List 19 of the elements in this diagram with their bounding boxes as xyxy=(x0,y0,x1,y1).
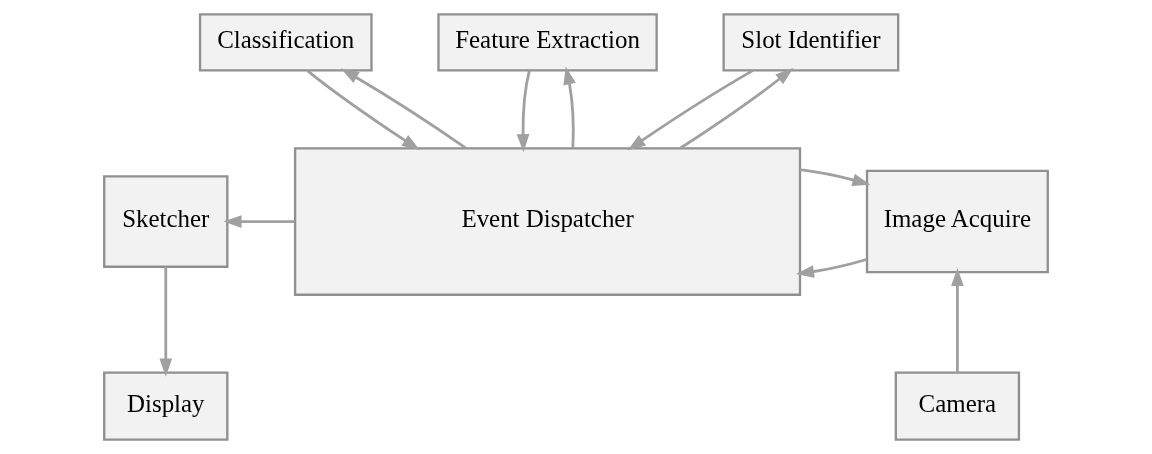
node-box: Display xyxy=(103,371,229,441)
arrow xyxy=(799,168,871,186)
arrow xyxy=(223,215,295,228)
arrow xyxy=(795,258,867,278)
arrow xyxy=(306,69,420,151)
node-box: Slot Identifier xyxy=(722,13,900,72)
arrow xyxy=(951,268,964,373)
node-box: Camera xyxy=(894,371,1021,441)
arrow xyxy=(679,68,794,150)
arrow xyxy=(340,68,467,150)
node-box: Sketcher xyxy=(103,175,229,268)
node-box: Event Dispatcher xyxy=(293,147,802,296)
arrow xyxy=(563,66,576,149)
node-box: Classification xyxy=(198,13,373,72)
arrow xyxy=(159,267,173,377)
arrow xyxy=(516,70,531,153)
arrow xyxy=(627,69,754,151)
node-box: Feature Extraction xyxy=(437,13,658,72)
node-box: Image Acquire xyxy=(865,169,1049,274)
